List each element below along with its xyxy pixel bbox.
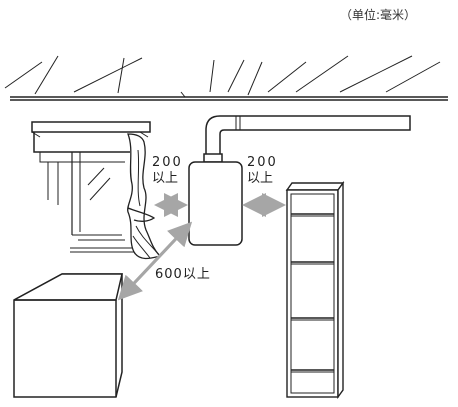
water-heater — [188, 161, 243, 246]
ceiling-hatch — [4, 55, 441, 98]
cornice-right-edge — [139, 131, 149, 138]
cabinet-top — [285, 182, 345, 191]
left-clearance-value: 200 — [152, 155, 183, 170]
right-clearance-value: 200 — [247, 155, 278, 170]
unit-label: （单位:毫米） — [340, 8, 417, 22]
cabinet-side — [337, 180, 344, 400]
curtain-body — [127, 133, 162, 260]
window-upper-sill — [39, 152, 125, 163]
hatch-line-12 — [385, 61, 441, 93]
clearance-arrows — [117, 193, 286, 301]
diagonal-arrow-to-box — [117, 224, 190, 301]
hatch-line-9 — [267, 61, 307, 93]
exhaust-pipe — [203, 115, 411, 163]
curtain-fold-3 — [137, 149, 141, 207]
hatch-line-8 — [247, 61, 263, 96]
right-clearance-suffix: 以上 — [247, 171, 273, 186]
heater-body — [188, 161, 243, 246]
curtain — [127, 133, 162, 260]
curtain-fold-2 — [132, 235, 151, 259]
window-top-rail — [33, 132, 130, 153]
box-top — [13, 273, 123, 301]
glass-reflection-1 — [87, 167, 105, 186]
pipe-collar — [203, 153, 223, 163]
glass-reflection-2 — [89, 177, 111, 201]
hatch-line-4 — [117, 57, 125, 94]
hatch-line-2 — [34, 55, 59, 95]
hatch-line-7 — [227, 59, 245, 93]
pipe-body — [205, 115, 411, 157]
window-frame — [31, 121, 151, 253]
hatch-line-10 — [295, 55, 349, 93]
cabinet-front — [286, 189, 339, 398]
ceiling — [10, 96, 448, 101]
diagonal-clearance-label: 600以上 — [155, 267, 211, 282]
left-clearance-suffix: 以上 — [152, 171, 178, 186]
box — [13, 273, 123, 398]
window-lower-sills — [70, 234, 135, 253]
cabinet — [285, 180, 345, 400]
curtain-fold-1 — [135, 225, 161, 257]
curtain-tie — [127, 207, 156, 222]
window-cornice — [31, 121, 151, 133]
hatch-line-6 — [209, 59, 215, 93]
hatch-line-3 — [73, 57, 143, 93]
cabinet-inner-frame — [290, 193, 335, 394]
hatch-line-5 — [180, 91, 186, 98]
hatch-line-11 — [339, 55, 413, 93]
hatch-line-1 — [4, 61, 43, 89]
